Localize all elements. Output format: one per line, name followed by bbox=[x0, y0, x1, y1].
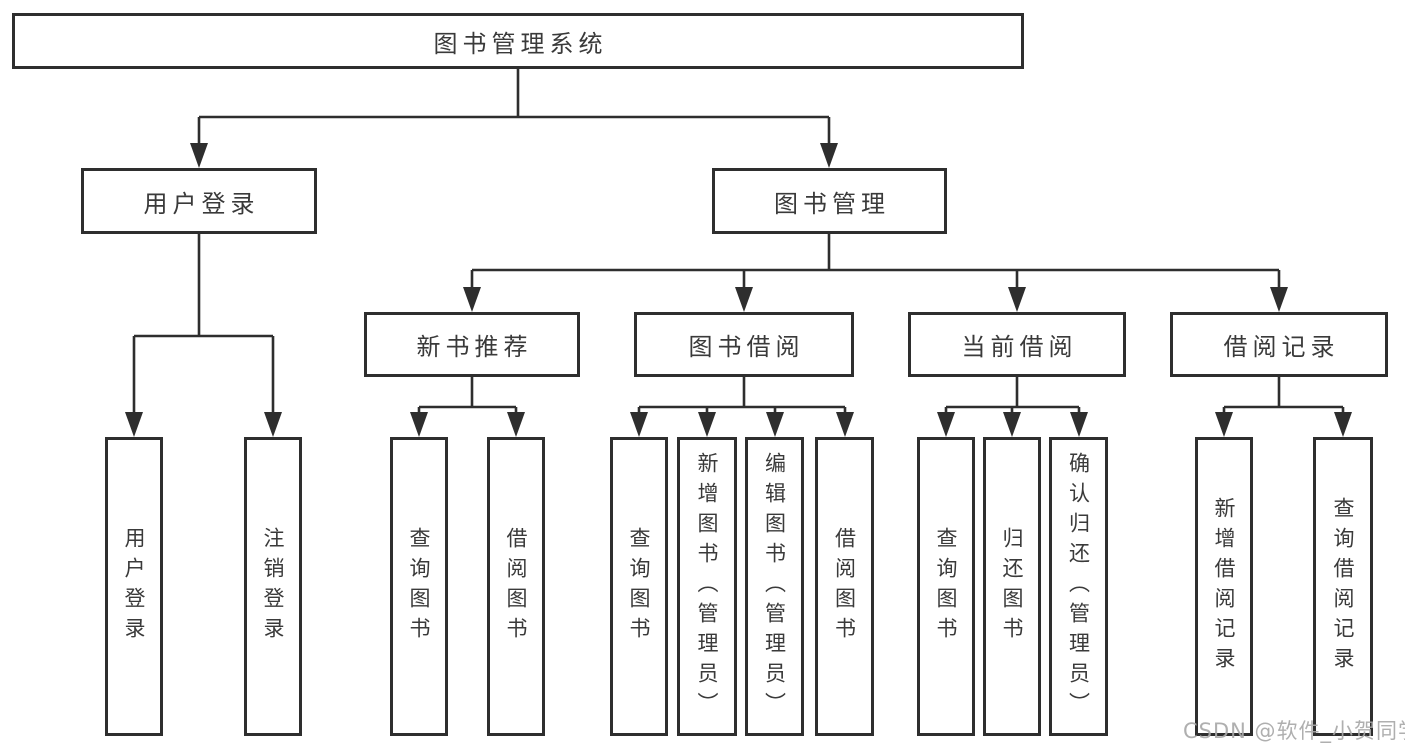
node-label: 查询图书 bbox=[934, 526, 958, 647]
csdn-watermark: CSDN @软件_小贺同学 bbox=[1183, 719, 1405, 743]
node-user-login: 用户登录 bbox=[81, 168, 317, 234]
leaf-logout: 注销登录 bbox=[244, 437, 302, 736]
node-label: 借阅图书 bbox=[504, 526, 528, 647]
node-label: 归还图书 bbox=[1000, 526, 1024, 647]
node-library-management-system: 图书管理系统 bbox=[12, 13, 1024, 69]
leaf-query-books-recommend: 查询图书 bbox=[390, 437, 448, 736]
leaf-add-borrow-record: 新增借阅记录 bbox=[1195, 437, 1253, 736]
node-label: 用户登录 bbox=[122, 526, 146, 647]
leaf-user-login: 用户登录 bbox=[105, 437, 163, 736]
node-label: 确认归还（管理员） bbox=[1066, 451, 1091, 722]
node-label: 编辑图书（管理员） bbox=[762, 451, 787, 722]
leaf-borrow-books: 借阅图书 bbox=[815, 437, 874, 736]
node-label: 图书借阅 bbox=[688, 333, 805, 361]
leaf-return-books: 归还图书 bbox=[983, 437, 1041, 736]
node-label: 当前借阅 bbox=[961, 333, 1078, 361]
node-label: 查询图书 bbox=[627, 526, 651, 647]
node-label: 新增图书（管理员） bbox=[695, 451, 719, 722]
node-label: 图书管理 bbox=[774, 189, 890, 218]
node-book-management: 图书管理 bbox=[712, 168, 947, 234]
leaf-add-books-admin: 新增图书（管理员） bbox=[677, 437, 737, 736]
leaf-query-borrow-record: 查询借阅记录 bbox=[1313, 437, 1373, 736]
leaf-borrow-books-recommend: 借阅图书 bbox=[487, 437, 545, 736]
node-label: 借阅记录 bbox=[1223, 333, 1340, 361]
node-label: 注销登录 bbox=[261, 526, 285, 647]
node-label: 借阅图书 bbox=[832, 526, 857, 647]
leaf-edit-books-admin: 编辑图书（管理员） bbox=[745, 437, 804, 736]
node-label: 图书管理系统 bbox=[433, 29, 608, 58]
leaf-query-books-borrow: 查询图书 bbox=[610, 437, 668, 736]
leaf-confirm-return-admin: 确认归还（管理员） bbox=[1049, 437, 1108, 736]
node-label: 查询借阅记录 bbox=[1331, 496, 1355, 677]
node-label: 查询图书 bbox=[407, 526, 431, 647]
arrowheads bbox=[125, 143, 1352, 437]
node-label: 用户登录 bbox=[143, 189, 260, 218]
leaf-query-books-current: 查询图书 bbox=[917, 437, 975, 736]
node-new-book-recommend: 新书推荐 bbox=[364, 312, 580, 377]
node-current-borrow: 当前借阅 bbox=[908, 312, 1126, 377]
node-borrow-records: 借阅记录 bbox=[1170, 312, 1388, 377]
node-label: 新增借阅记录 bbox=[1212, 496, 1236, 677]
node-label: 新书推荐 bbox=[416, 333, 533, 361]
node-book-borrow: 图书借阅 bbox=[634, 312, 854, 377]
